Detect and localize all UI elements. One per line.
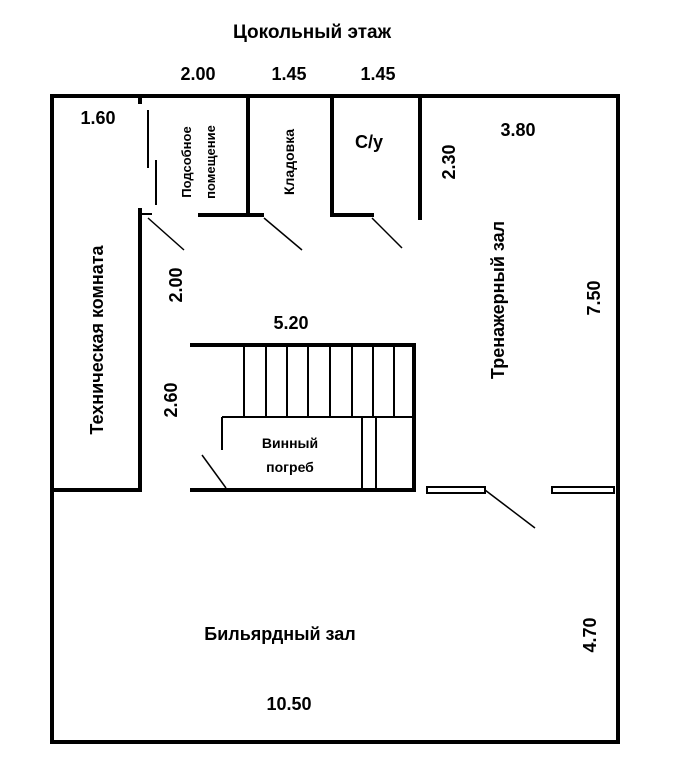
dimension-label: 2.00	[166, 267, 186, 302]
room-label-wine-line1: Винный	[262, 435, 318, 451]
dimension-label: 2.30	[439, 144, 459, 179]
gym-door-swing	[484, 489, 536, 529]
dimension-label: 1.60	[80, 108, 115, 128]
room-label-gym: Тренажерный зал	[488, 221, 508, 379]
wine-cellar-door-swing	[201, 454, 227, 489]
dimension-label: 1.45	[271, 64, 306, 84]
dimension-label: 3.80	[500, 120, 535, 140]
staircase	[190, 343, 416, 492]
dimension-label: 2.00	[180, 64, 215, 84]
room-label-utility-line2: помещение	[203, 125, 218, 199]
door-swing	[147, 217, 185, 251]
room-label-utility-line1: Подсобное	[179, 126, 194, 197]
room-label-wine-line2: погреб	[266, 459, 314, 475]
room-label-technical: Техническая комната	[87, 244, 107, 434]
room-label-storage: Кладовка	[281, 129, 297, 195]
dimension-label: 1.45	[360, 64, 395, 84]
gym-window-frame	[551, 486, 615, 494]
technical-room-walls	[50, 96, 185, 492]
dimension-label: 5.20	[273, 313, 308, 333]
gym-bottom-wall	[426, 486, 615, 529]
plan-title: Цокольный этаж	[233, 22, 392, 43]
dimension-label: 4.70	[580, 617, 600, 652]
dimension-label: 7.50	[584, 280, 604, 315]
outer-walls	[50, 94, 620, 744]
room-label-wc: С/у	[355, 132, 383, 152]
dimension-label: 2.60	[161, 382, 181, 417]
storage-door-swing	[263, 217, 303, 251]
small-rooms-walls	[198, 94, 422, 251]
dimension-label: 10.50	[266, 694, 311, 714]
wc-door-swing	[371, 217, 403, 249]
room-label-billiard: Бильярдный зал	[204, 624, 355, 644]
gym-door-frame	[426, 486, 486, 494]
wine-cellar-walls	[190, 454, 416, 492]
